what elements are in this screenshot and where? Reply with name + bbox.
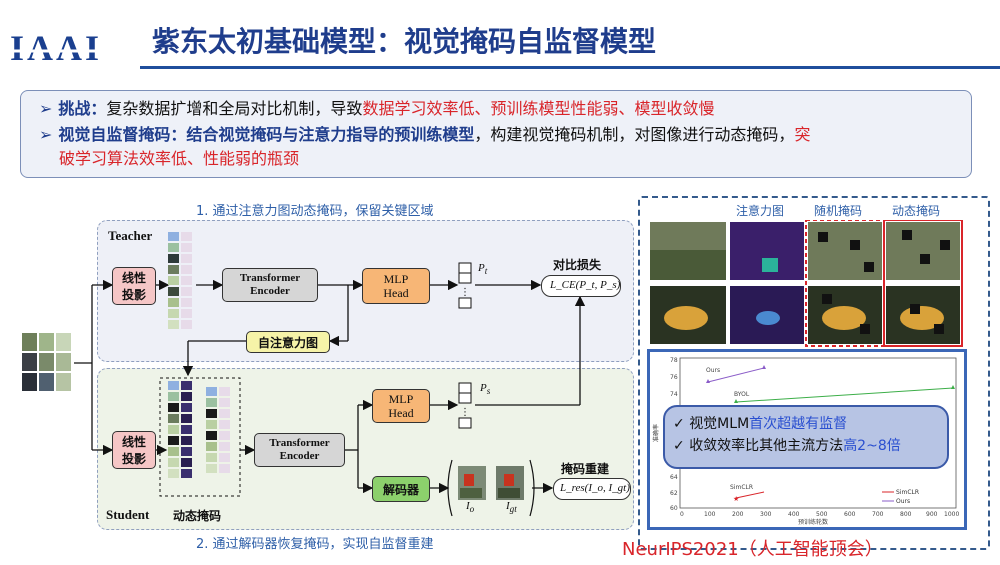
y-tick: 76 <box>670 374 678 381</box>
svg-text:⋮: ⋮ <box>460 287 470 298</box>
io-label: Io <box>466 500 475 515</box>
x-tick: 900 <box>926 511 938 518</box>
self-attention-map-box: 自注意力图 <box>246 331 330 353</box>
highlight-2-text: 收敛效率比其他主流方法 <box>689 438 844 454</box>
teacher-label: Teacher <box>108 228 153 243</box>
challenge-red-text: 数据学习效率低、预训练模型性能弱、模型收敛慢 <box>362 99 715 118</box>
bullet-method: ➢ 视觉自监督掩码：结合视觉掩码与注意力指导的预训练模型，构建视觉掩码机制，对图像… <box>39 123 964 171</box>
arrow-bullet-icon: ➢ <box>39 99 53 118</box>
student-output-vector: ⋮ <box>458 382 472 429</box>
x-tick: 200 <box>732 511 744 518</box>
reconstruction-images <box>458 466 524 500</box>
highlight-2-emphasis: 高2~8倍 <box>843 438 901 454</box>
bullet-challenge: ➢ 挑战：复杂数据扩增和全局对比机制，导致数据学习效率低、预训练模型性能弱、模型收… <box>39 97 959 121</box>
teacher-token-sequence <box>168 232 192 329</box>
x-tick: 300 <box>760 511 772 518</box>
ours-annotation: Ours <box>706 367 720 374</box>
y-tick: 78 <box>670 357 678 364</box>
student-mlp-head: MLP Head <box>372 389 430 423</box>
student-linear-projection: 线性 投影 <box>112 431 156 469</box>
check-icon: ✓ <box>673 438 685 454</box>
reconstruction-label: 掩码重建 <box>561 462 610 476</box>
student-transformer-encoder: Transformer Encoder <box>254 433 345 467</box>
byol-annotation: BYOL <box>734 391 750 398</box>
x-tick: 600 <box>844 511 856 518</box>
student-label: Student <box>106 507 150 522</box>
simclr-annotation: SimCLR <box>730 484 753 491</box>
highlight-line-1: ✓ 视觉MLM首次超越有监督 <box>673 413 847 435</box>
method-red-text-1: 突 <box>794 125 811 144</box>
highlight-1-emphasis: 首次超越有监督 <box>749 416 848 432</box>
student-masked-tokens <box>168 381 230 478</box>
method-red-text-2: 破学习算法效率低、性能弱的瓶颈 <box>59 149 300 168</box>
method-text: ，构建视觉掩码机制，对图像进行动态掩码， <box>474 125 795 144</box>
attention-map-label: 注意力图 <box>736 204 785 218</box>
y-tick: 74 <box>670 391 678 398</box>
contrastive-loss-label: 对比损失 <box>553 258 602 272</box>
y-tick: 62 <box>670 490 678 497</box>
contrastive-loss-formula: L_CE(P_t, P_s) <box>550 279 621 291</box>
legend-simclr: SimCLR <box>896 489 919 496</box>
reconstruction-loss-box: L_res(I_o, I_gt) <box>553 478 631 500</box>
svg-text:⋮: ⋮ <box>460 407 470 418</box>
result-highlight-callout: ✓ 视觉MLM首次超越有监督 ✓ 收敛效率比其他主流方法高2~8倍 <box>663 405 949 469</box>
ps-label: Ps <box>480 382 491 397</box>
teacher-mlp-head: MLP Head <box>362 268 430 304</box>
x-tick: 100 <box>704 511 716 518</box>
x-tick: 700 <box>872 511 884 518</box>
x-axis-label: 预训练轮数 <box>798 518 828 526</box>
challenge-label: 挑战： <box>58 99 107 118</box>
decoder-box: 解码器 <box>372 476 430 502</box>
page-title: 紫东太初基础模型：视觉掩码自监督模型 <box>152 25 657 58</box>
random-mask-label: 随机掩码 <box>814 204 863 218</box>
challenge-text: 复杂数据扩增和全局对比机制，导致 <box>106 99 363 118</box>
y-axis-label: 准确率 <box>652 424 660 442</box>
contrastive-loss-box: L_CE(P_t, P_s) <box>541 275 621 297</box>
logo-text: IAAI <box>10 28 102 68</box>
x-tick: 1000 <box>944 511 959 518</box>
pt-label: Pt <box>478 262 488 277</box>
dynamic-mask-example-label: 动态掩码 <box>892 204 941 218</box>
highlight-1-text: 视觉MLM <box>689 416 750 432</box>
y-tick: 60 <box>670 505 678 512</box>
dynamic-mask-label: 动态掩码 <box>173 509 222 523</box>
x-tick: 800 <box>900 511 912 518</box>
legend-ours: Ours <box>896 498 910 505</box>
results-panel <box>638 196 990 550</box>
highlight-line-2: ✓ 收敛效率比其他主流方法高2~8倍 <box>673 435 901 457</box>
x-tick: 400 <box>788 511 800 518</box>
caption-top: 1. 通过注意力图动态掩码，保留关键区域 <box>196 204 434 219</box>
igt-label: Igt <box>506 500 517 515</box>
caption-bottom: 2. 通过解码器恢复掩码，实现自监督重建 <box>196 537 434 552</box>
arrow-bullet-icon: ➢ <box>39 125 53 144</box>
mask-example-images <box>650 220 963 347</box>
reconstruction-loss-formula: L_res(I_o, I_gt) <box>560 482 630 494</box>
teacher-transformer-encoder: Transformer Encoder <box>222 268 318 302</box>
x-tick: 0 <box>680 511 684 518</box>
check-icon: ✓ <box>673 416 685 432</box>
input-image-patches <box>22 333 71 391</box>
title-underline <box>140 66 1000 69</box>
teacher-output-vector: ⋮ <box>458 262 472 309</box>
diagram-connectors <box>74 279 586 517</box>
method-label: 视觉自监督掩码：结合视觉掩码与注意力指导的预训练模型 <box>58 125 475 144</box>
simclr-series-marker: ★ <box>733 495 739 503</box>
teacher-linear-projection: 线性 投影 <box>112 267 156 305</box>
info-box: ➢ 挑战：复杂数据扩增和全局对比机制，导致数据学习效率低、预训练模型性能弱、模型收… <box>20 90 972 178</box>
iaai-logo: IAAI <box>8 28 128 68</box>
y-tick: 64 <box>670 474 678 481</box>
venue-label: NeurIPS2021（人工智能顶会） <box>622 539 883 560</box>
x-tick: 500 <box>816 511 828 518</box>
